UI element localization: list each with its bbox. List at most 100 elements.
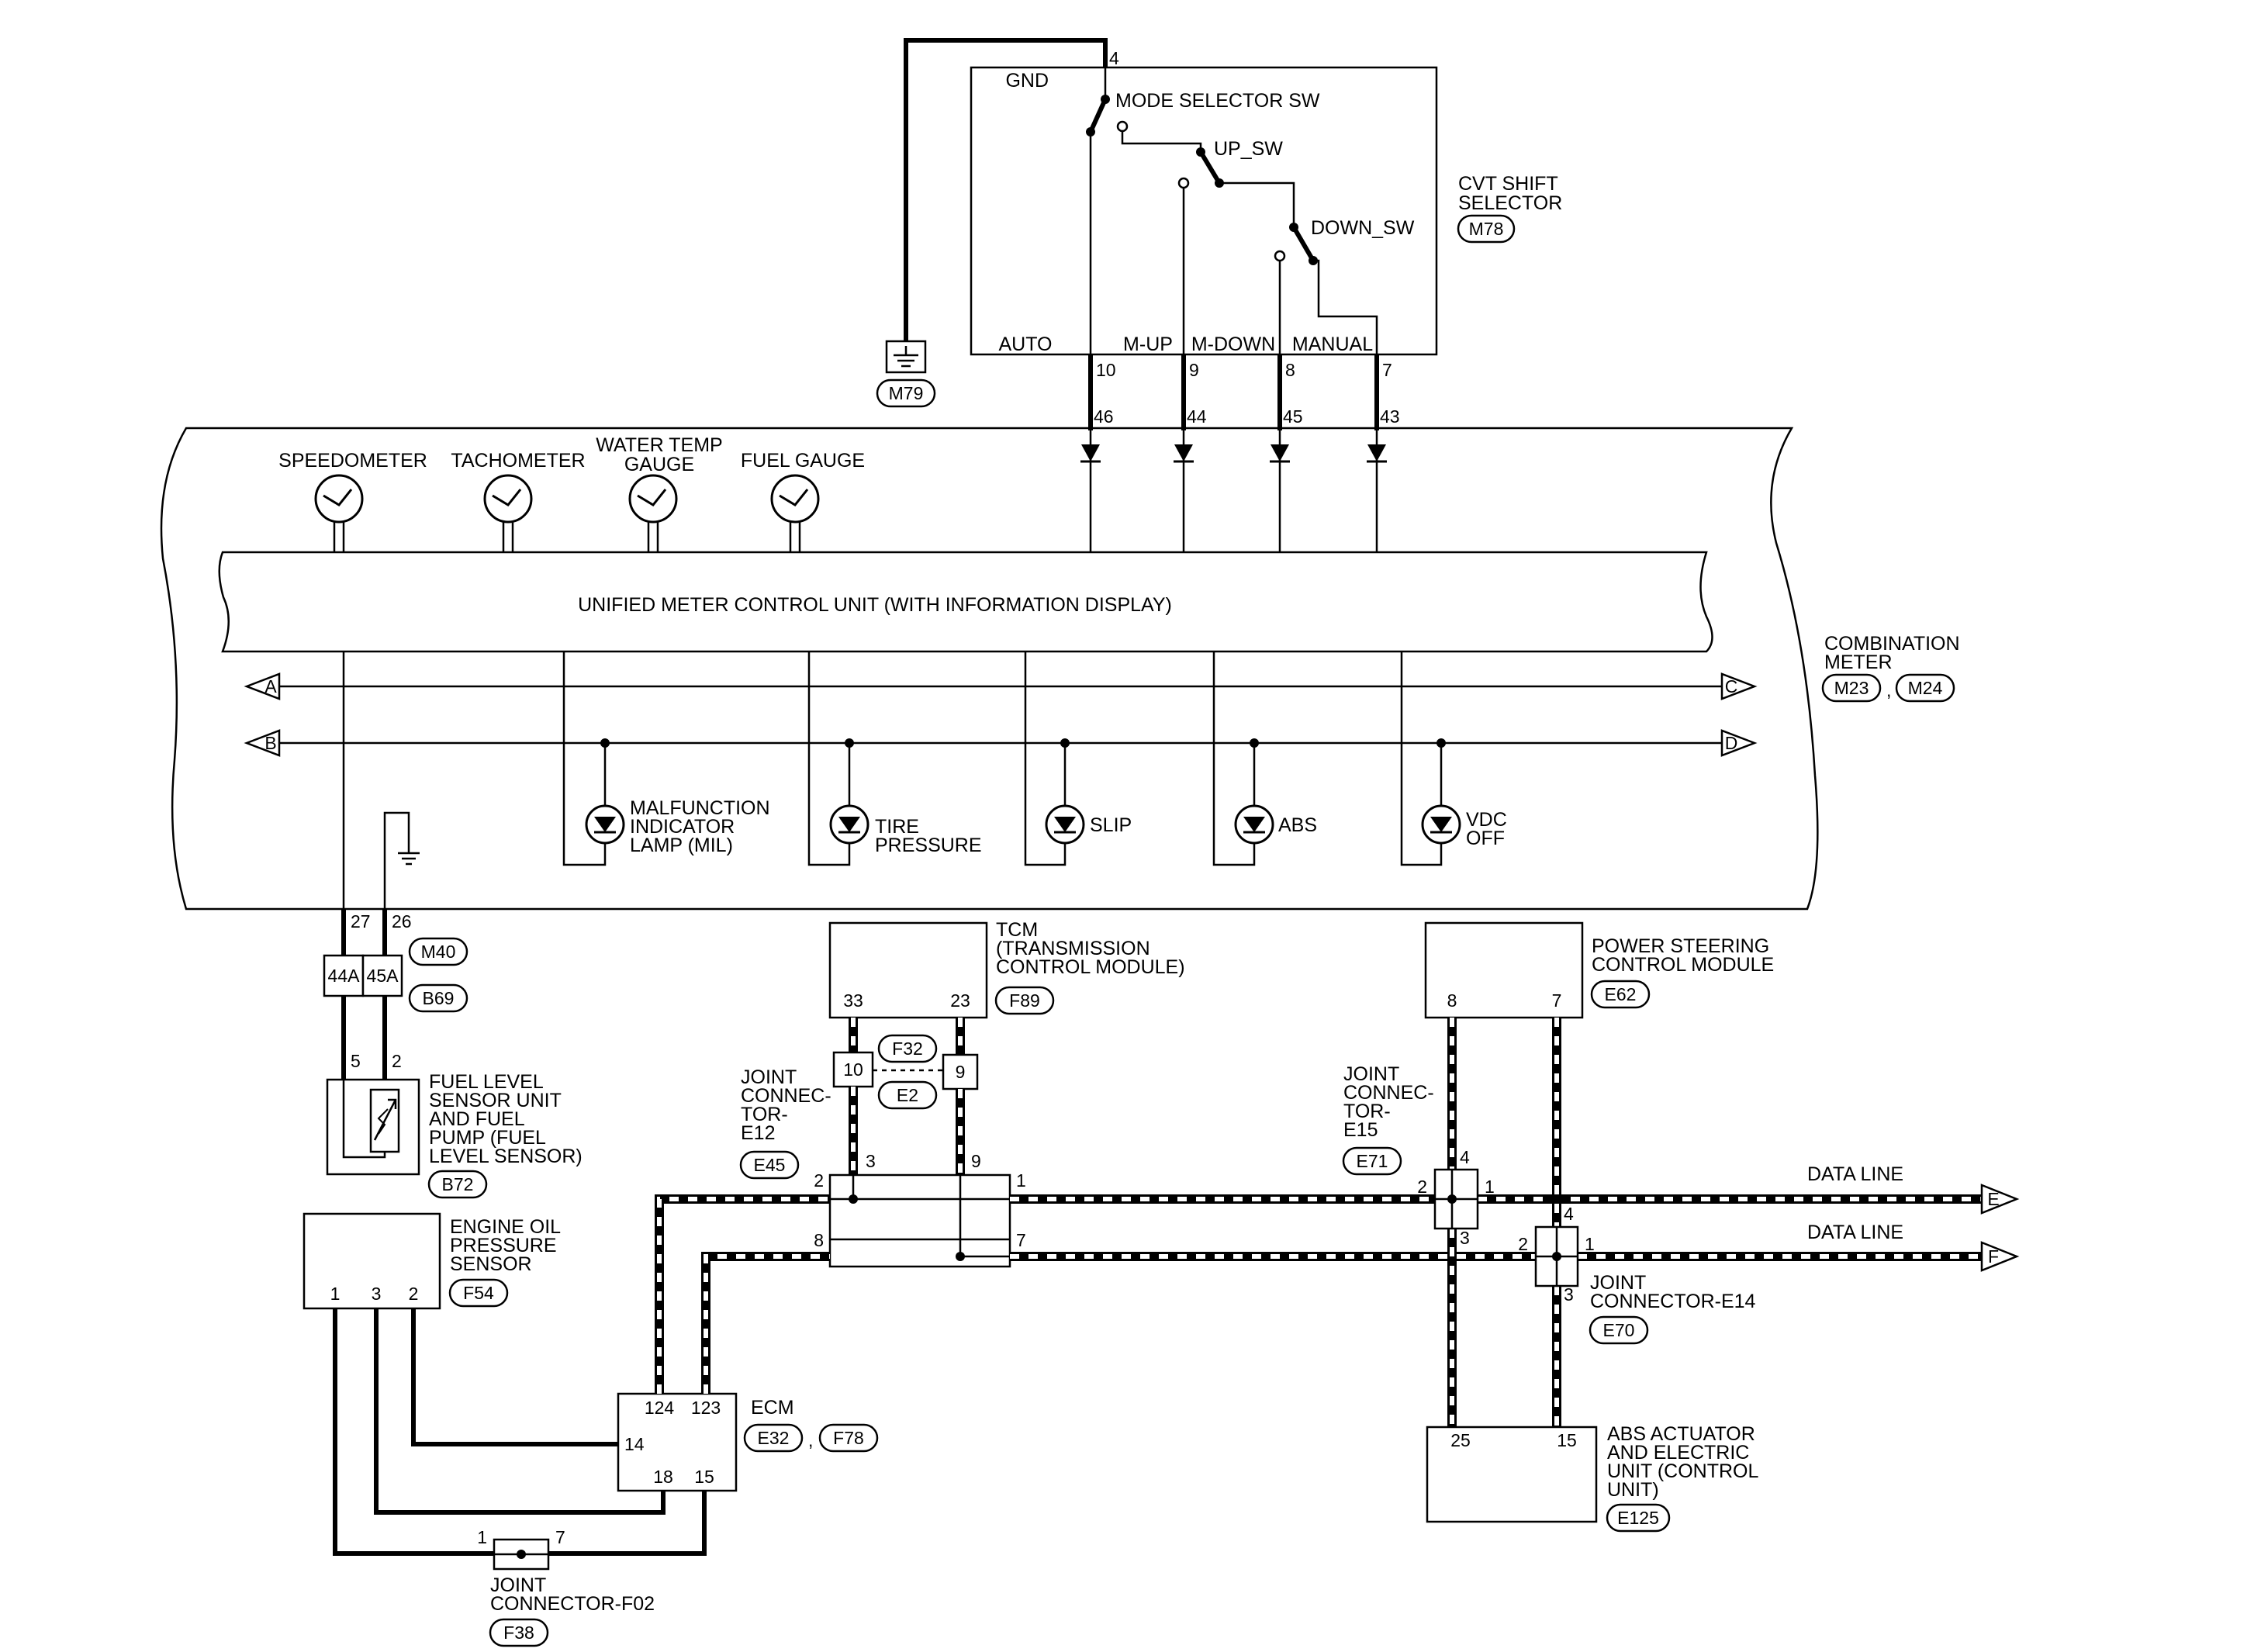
fuel-sensor-pin-2: 2	[392, 1051, 402, 1071]
connector-tag-e70: E70	[1603, 1320, 1635, 1340]
lamp-label-tire: TIRE	[875, 816, 919, 838]
e15-label-line2: CONNEC-	[1343, 1082, 1434, 1104]
pin-name-m-up: M-UP	[1123, 334, 1173, 355]
connector-tag-m40: M40	[421, 942, 456, 962]
pscm-label: POWER STEERING	[1592, 935, 1769, 957]
link-pin-10: 10	[843, 1059, 863, 1080]
f02-pin-1: 1	[477, 1527, 487, 1547]
fuel-sensor-label-line5: LEVEL SENSOR)	[429, 1146, 583, 1167]
oil-sensor-label-line2: PRESSURE	[450, 1235, 557, 1256]
engine-oil-pressure-sensor: 1 3 2 ENGINE OIL PRESSURE SENSOR F54	[303, 1212, 561, 1310]
e14-pin-1: 1	[1585, 1234, 1595, 1254]
e15-pin-1: 1	[1485, 1177, 1495, 1197]
oil-pin-1: 1	[330, 1284, 341, 1304]
combination-meter-title: COMBINATION	[1824, 633, 1960, 655]
connector-tag-f38: F38	[503, 1623, 534, 1643]
e12-pin-7: 7	[1016, 1230, 1026, 1250]
down-switch-label: DOWN_SW	[1311, 217, 1415, 239]
lamp-label-vdc-line2: OFF	[1466, 828, 1505, 849]
selector-pin-m-down: 8	[1285, 360, 1295, 380]
e14-pin-4: 4	[1564, 1204, 1574, 1224]
meter-pin-26: 26	[392, 911, 412, 931]
cvt-shift-selector: GND 4 MODE SELECTOR SW UP_SW DOWN_SW AUT…	[970, 48, 1562, 356]
e15-label: JOINT	[1343, 1063, 1399, 1085]
e12-pin-8: 8	[814, 1230, 824, 1250]
lamp-label-abs: ABS	[1278, 814, 1317, 836]
arrow-b-label: B	[264, 733, 276, 753]
fuel-pin-45a: 45A	[367, 966, 399, 986]
oil-sensor-wiring: 1 7 JOINT CONNECTOR-F02 F38	[333, 1308, 707, 1647]
meter-pin-44: 44	[1187, 406, 1207, 427]
gauge-label-water-temp: WATER TEMP	[596, 434, 722, 456]
tcm-label-line3: CONTROL MODULE)	[996, 956, 1185, 978]
lamp-label-slip: SLIP	[1090, 814, 1132, 836]
tire-pressure-lamp-icon	[829, 804, 869, 845]
fuel-level-sensor: 27 26 44A 45A M40 B69 5 2 FUEL LEVEL SEN…	[323, 909, 583, 1199]
mil-lamp-icon	[585, 804, 625, 845]
oil-sensor-label-line3: SENSOR	[450, 1253, 532, 1275]
connector-tag-e62: E62	[1605, 984, 1637, 1004]
ecm-connector-separator: ,	[808, 1430, 813, 1450]
data-line-label-lower: DATA LINE	[1807, 1222, 1903, 1243]
up-switch-label: UP_SW	[1214, 138, 1283, 160]
selector-pin-m-up: 9	[1189, 360, 1199, 380]
link-pin-9: 9	[956, 1062, 966, 1082]
ecm-pin-18: 18	[653, 1467, 673, 1487]
connector-tag-e45: E45	[754, 1155, 786, 1175]
abs-actuator-unit: 25 15 ABS ACTUATOR AND ELECTRIC UNIT (CO…	[1426, 1423, 1758, 1533]
connector-tag-m78: M78	[1469, 219, 1504, 239]
ecm-pin-123: 123	[691, 1398, 721, 1418]
abs-lamp-icon	[1234, 804, 1274, 845]
gauge-label-fuel: FUEL GAUGE	[741, 450, 865, 472]
unified-meter-control-unit-label: UNIFIED METER CONTROL UNIT (WITH INFORMA…	[578, 594, 1172, 616]
connector-tag-f54: F54	[463, 1283, 494, 1303]
abs-label-line4: UNIT)	[1607, 1479, 1659, 1501]
arrow-a-label: A	[264, 676, 277, 696]
arrow-c-label: C	[1725, 676, 1738, 696]
pscm-pin-8: 8	[1447, 990, 1457, 1011]
e14-pin-3: 3	[1564, 1284, 1574, 1305]
joint-connector-e15: 4 2 1 3 JOINT CONNEC- TOR- E15 E71	[1342, 1063, 1495, 1248]
abs-label-line2: AND ELECTRIC	[1607, 1442, 1749, 1464]
lamp-label-vdc: VDC	[1466, 809, 1507, 831]
tcm-pin-33: 33	[843, 990, 863, 1011]
slip-lamp-icon	[1045, 804, 1085, 845]
joint-connector-e12: 10 9 F32 E2 2 3 9 1 8 7 JOINT CONNEC- TO…	[739, 1018, 1026, 1268]
lamp-label-mil-line3: LAMP (MIL)	[630, 835, 733, 856]
ecm-pin-14: 14	[624, 1434, 645, 1454]
cvt-selector-title: CVT SHIFT	[1458, 173, 1558, 195]
connector-tag-m24: M24	[1908, 678, 1943, 698]
can-data-bus: E F DATA LINE DATA LINE	[655, 1018, 2020, 1427]
power-steering-control-module: 8 7 POWER STEERING CONTROL MODULE E62	[1424, 921, 1774, 1019]
e12-label: JOINT	[741, 1066, 797, 1088]
gauge-label-speedometer: SPEEDOMETER	[278, 450, 427, 472]
combination-meter-title-line2: METER	[1824, 651, 1893, 673]
tcm-label: TCM	[996, 919, 1038, 941]
connector-tag-f78: F78	[833, 1428, 864, 1448]
oil-sensor-label: ENGINE OIL	[450, 1216, 561, 1238]
gnd-pin: 4	[1109, 48, 1119, 68]
oil-pin-3: 3	[372, 1284, 382, 1304]
connector-tag-e71: E71	[1357, 1151, 1388, 1171]
e14-label-line2: CONNECTOR-E14	[1590, 1291, 1756, 1312]
e14-label: JOINT	[1590, 1272, 1646, 1294]
ecm-pin-15: 15	[694, 1467, 714, 1487]
abs-pin-15: 15	[1557, 1430, 1577, 1450]
selector-pin-auto: 10	[1096, 360, 1116, 380]
mode-selector-switch-label: MODE SELECTOR SW	[1115, 90, 1320, 112]
connector-tag-b72: B72	[442, 1174, 474, 1194]
lamp-label-mil-line2: INDICATOR	[630, 816, 735, 838]
tachometer-gauge-icon	[483, 474, 533, 555]
lamp-label-tire-line2: PRESSURE	[875, 835, 982, 856]
e12-label-line4: E12	[741, 1122, 775, 1144]
abs-label: ABS ACTUATOR	[1607, 1423, 1755, 1445]
connector-separator: ,	[1886, 680, 1891, 700]
lamp-label-mil: MALFUNCTION	[630, 797, 770, 819]
pscm-pin-7: 7	[1552, 990, 1562, 1011]
pin-name-auto: AUTO	[999, 334, 1053, 355]
connector-tag-f32: F32	[892, 1039, 923, 1059]
ecm-label: ECM	[751, 1397, 794, 1419]
oil-pin-2: 2	[409, 1284, 419, 1304]
e15-pin-2: 2	[1417, 1177, 1427, 1197]
connector-tag-m23: M23	[1834, 678, 1869, 698]
